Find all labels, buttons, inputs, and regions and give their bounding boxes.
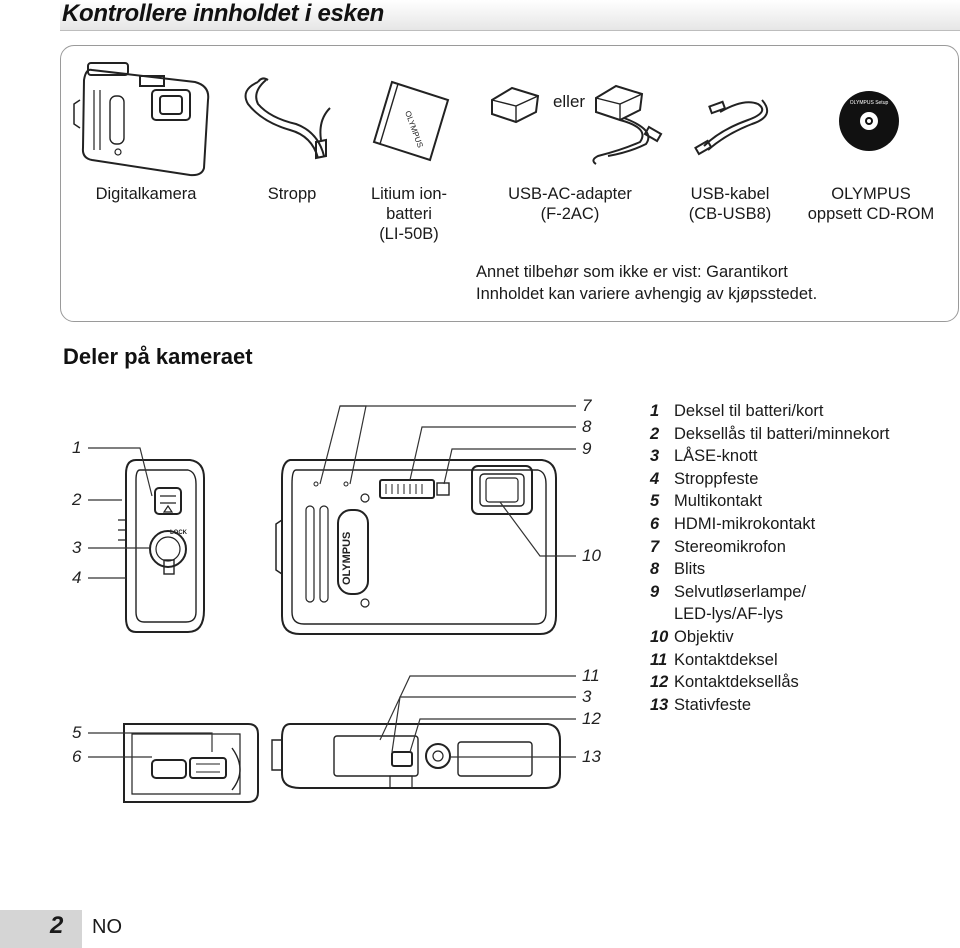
connector-closeup: [123, 723, 259, 803]
usb-ac-adapter-cable-illustration: [592, 84, 663, 165]
callout-13: 13: [582, 747, 601, 766]
camera-front-view: [275, 459, 557, 635]
list-item: LED-lys/AF-lys: [674, 605, 784, 624]
callout-10: 10: [582, 546, 601, 565]
callout-5: 5: [72, 723, 82, 742]
callout-1: 1: [72, 438, 82, 457]
box-contents-panel: [60, 45, 959, 322]
note-accessories: Annet tilbehør som ikke er vist: Garanti…: [476, 263, 788, 281]
item-label-camera: Digitalkamera: [95, 185, 197, 203]
item-label-cd-rom: OLYMPUS oppsett CD-ROM: [807, 185, 935, 223]
camera-bottom-view: [271, 723, 561, 789]
title-bar: [60, 0, 960, 31]
item-label-usb-cable: USB-kabel (CB-USB8): [688, 185, 772, 223]
callout-leader-lines: [88, 405, 576, 758]
item-label-strap: Stropp: [267, 185, 317, 203]
camera-side-view: [118, 459, 205, 633]
callout-11: 11: [582, 666, 600, 685]
callout-8: 8: [582, 417, 592, 436]
brand-label: OLYMPUS: [341, 532, 353, 585]
callout-12: 12: [582, 709, 601, 728]
callout-3: 3: [72, 538, 82, 557]
note-contents-vary: Innholdet kan variere avhengig av kjøpss…: [476, 285, 818, 303]
battery-illustration: OLYMPUS: [372, 80, 450, 162]
camera-illustration: [73, 62, 210, 177]
item-label-battery: Litium ion- batteri (LI-50B): [370, 185, 448, 243]
item-label-usb-ac-adapter: USB-AC-adapter (F-2AC): [508, 185, 632, 223]
callout-6: 6: [72, 747, 82, 766]
callout-4: 4: [72, 568, 82, 587]
cd-label: OLYMPUS Setup: [850, 100, 889, 106]
callout-2: 2: [72, 490, 82, 509]
usb-ac-adapter-illustration: [491, 86, 540, 124]
callout-3b: 3: [582, 687, 592, 706]
page-number: 2: [50, 912, 64, 939]
language-code: NO: [92, 916, 122, 938]
or-label: eller: [552, 92, 586, 111]
lock-label: LOCK: [170, 530, 188, 536]
callout-7: 7: [582, 396, 592, 415]
page-number-tab: [0, 910, 82, 948]
svg-text:OLYMPUS: OLYMPUS: [403, 110, 425, 149]
cd-rom-illustration: [839, 91, 899, 151]
callout-9: 9: [582, 439, 592, 458]
strap-illustration: [244, 77, 331, 160]
page-title: Kontrollere innholdet i esken: [62, 0, 385, 27]
section-title-parts: Deler på kameraet: [63, 344, 253, 369]
usb-cable-illustration: [694, 99, 769, 156]
